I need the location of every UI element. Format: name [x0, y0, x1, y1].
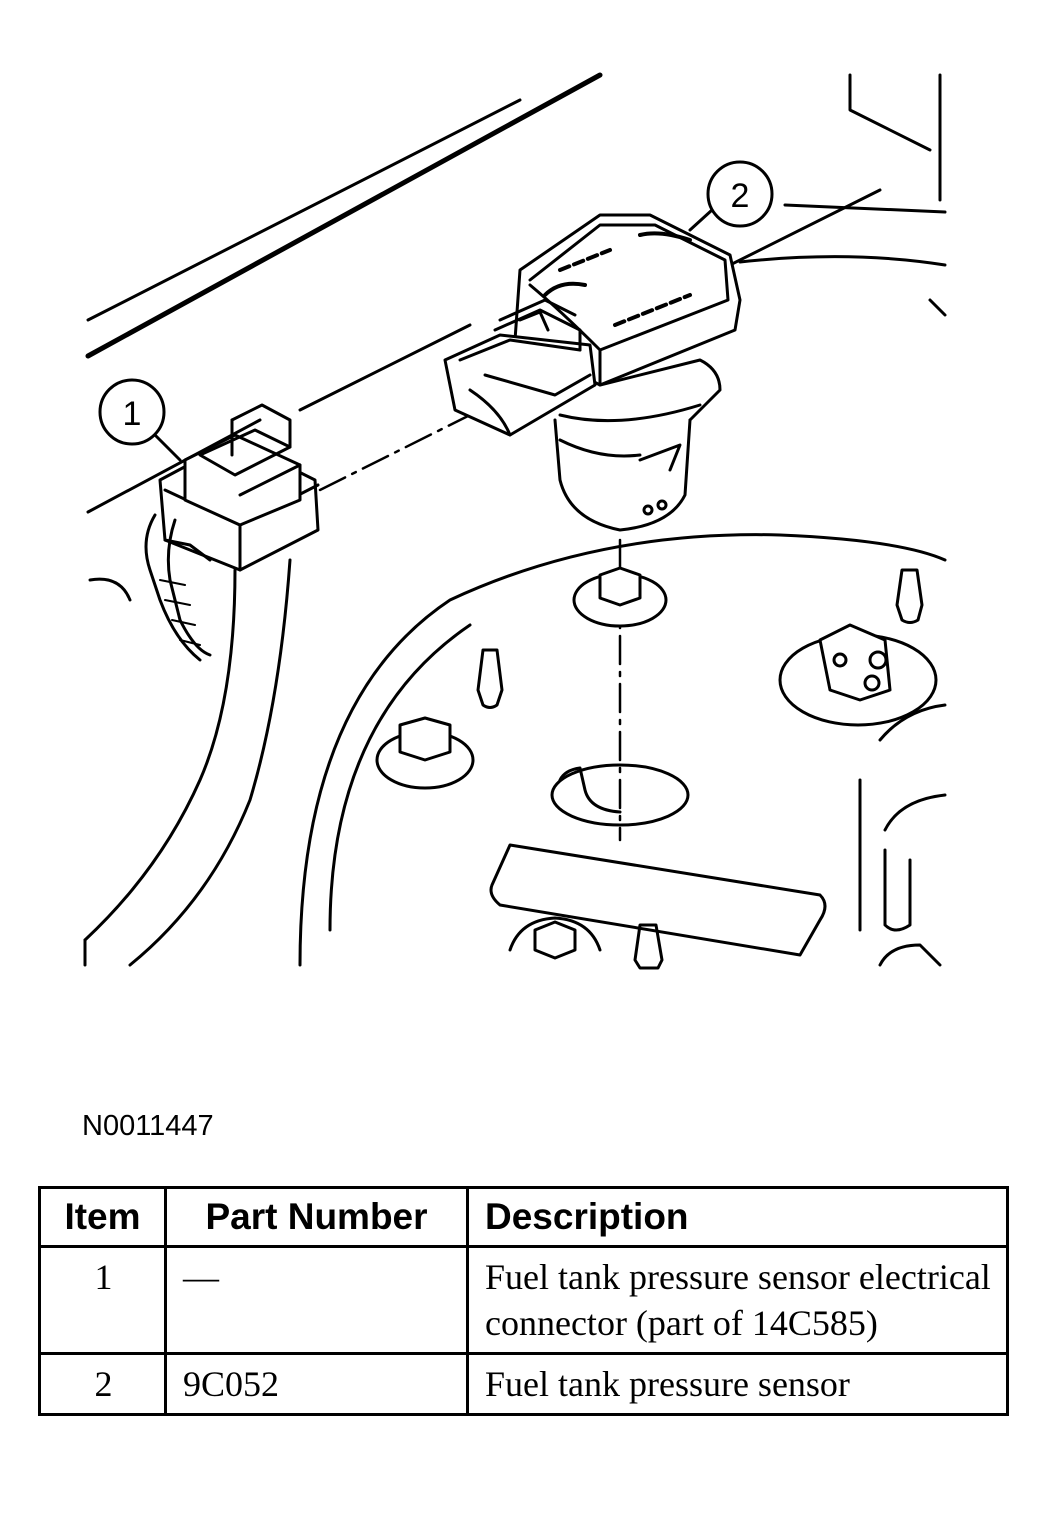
- label-plate: [489, 843, 827, 957]
- figure-id: N0011447: [82, 1110, 214, 1142]
- header-description: Description: [466, 1186, 1009, 1248]
- pressure-sensor: [443, 213, 742, 532]
- alignment-lines: [318, 413, 622, 842]
- fuel-line-fitting: [778, 623, 938, 727]
- callout-2: [688, 160, 774, 232]
- table-row: 1 — Fuel tank pressure sensor electrical…: [38, 1245, 1009, 1355]
- callout-2-number: 2: [731, 177, 750, 215]
- row-description: Fuel tank pressure sensor electrical con…: [466, 1245, 1009, 1355]
- parts-table: Item Part Number Description 1 — Fuel ta…: [38, 1186, 1009, 1416]
- row-part-number: —: [164, 1245, 469, 1355]
- callout-1: [98, 378, 182, 462]
- sensor-opening: [550, 763, 690, 827]
- header-item: Item: [38, 1186, 167, 1248]
- row-item: 2: [38, 1352, 167, 1416]
- header-part-number: Part Number: [164, 1186, 469, 1248]
- mounting-bolts: [375, 566, 942, 967]
- wiring-harness-hose: [83, 558, 292, 967]
- vent-tube: [858, 703, 947, 932]
- row-description: Fuel tank pressure sensor: [466, 1352, 1009, 1416]
- fuel-pump-module-disc: [88, 533, 947, 967]
- fuel-tank-pressure-sensor-illustration: 1 2: [83, 72, 947, 970]
- row-part-number: 9C052: [164, 1352, 469, 1416]
- table-header-row: Item Part Number Description: [38, 1186, 1009, 1248]
- callout-1-number: 1: [123, 395, 142, 433]
- row-item: 1: [38, 1245, 167, 1355]
- electrical-connector: [144, 403, 320, 662]
- studs: [476, 568, 924, 970]
- table-row: 2 9C052 Fuel tank pressure sensor: [38, 1352, 1009, 1416]
